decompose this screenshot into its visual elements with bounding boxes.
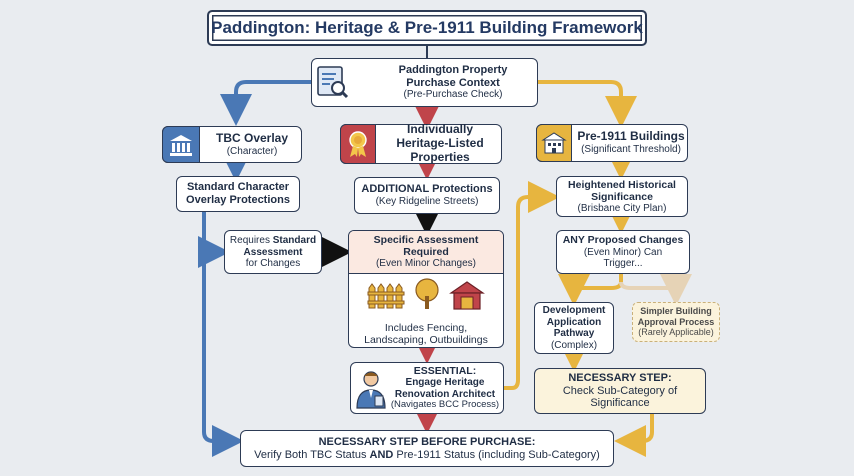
house-icon bbox=[536, 124, 572, 162]
shed-icon bbox=[449, 280, 485, 315]
heritage-title: Individually Heritage-Listed Properties bbox=[396, 122, 484, 164]
necessary-sub: Check Sub-Category of Significance bbox=[562, 384, 678, 410]
engage-text: Engage Heritage Renovation Architect bbox=[394, 377, 496, 400]
specific-assessment-node: Specific Assessment Required (Even Minor… bbox=[348, 230, 504, 348]
final-line: Verify Both TBC Status AND Pre-1911 Stat… bbox=[254, 449, 600, 462]
includes-icons-row bbox=[367, 278, 485, 316]
necessary-label: NECESSARY STEP: bbox=[568, 372, 672, 385]
additional-text: ADDITIONAL Protections bbox=[361, 183, 493, 196]
check-subcategory-node: NECESSARY STEP: Check Sub-Category of Si… bbox=[534, 368, 706, 414]
final-line-b: Pre-1911 Status (including Sub-Category) bbox=[393, 448, 600, 461]
simpler-text: Simpler Building Approval Process bbox=[637, 306, 715, 327]
essential-label: ESSENTIAL: bbox=[413, 365, 477, 377]
standard-assessment-node: Requires Standard Assessment for Changes bbox=[224, 230, 322, 274]
page-title-text: Paddington: Heritage & Pre-1911 Building… bbox=[211, 18, 643, 38]
requires-suffix: for Changes bbox=[245, 258, 301, 269]
dev-sub: (Complex) bbox=[550, 339, 598, 351]
context-subtitle: (Pre-Purchase Check) bbox=[403, 89, 503, 101]
simpler-sub: (Rarely Applicable) bbox=[638, 327, 714, 338]
specific-title: Specific Assessment Required bbox=[373, 234, 479, 259]
pre1911-title: Pre-1911 Buildings bbox=[577, 129, 685, 144]
standard-protections-node: Standard Character Overlay Protections bbox=[176, 176, 300, 212]
essential-architect-node: ESSENTIAL: Engage Heritage Renovation Ar… bbox=[350, 362, 504, 414]
final-line-bold: AND bbox=[369, 448, 394, 461]
final-title: NECESSARY STEP BEFORE PURCHASE: bbox=[318, 435, 536, 448]
simpler-approval-node: Simpler Building Approval Process (Rarel… bbox=[632, 302, 720, 342]
columns-building-icon bbox=[162, 126, 200, 163]
specific-assessment-header: Specific Assessment Required (Even Minor… bbox=[349, 231, 503, 274]
page-title: Paddington: Heritage & Pre-1911 Building… bbox=[207, 10, 647, 46]
any-changes-text: ANY Proposed Changes bbox=[562, 234, 684, 247]
dev-text: Development Application Pathway bbox=[542, 305, 606, 339]
context-node: Paddington Property Purchase Context (Pr… bbox=[311, 58, 538, 107]
additional-sub: (Key Ridgeline Streets) bbox=[375, 196, 479, 208]
requires-prefix: Requires bbox=[229, 235, 273, 246]
architect-person-icon bbox=[354, 368, 388, 410]
any-changes-sub: (Even Minor) Can Trigger... bbox=[583, 246, 663, 270]
standard-protections-text: Standard Character Overlay Protections bbox=[186, 181, 290, 206]
fence-icon bbox=[367, 280, 405, 315]
requires-bold: Standard Assessment bbox=[243, 235, 317, 258]
additional-protections-node: ADDITIONAL Protections (Key Ridgeline St… bbox=[354, 177, 500, 214]
tbc-subtitle: (Character) bbox=[226, 145, 278, 157]
heightened-significance-node: Heightened Historical Significance (Bris… bbox=[556, 176, 688, 217]
any-changes-node: ANY Proposed Changes (Even Minor) Can Tr… bbox=[556, 230, 690, 274]
tbc-title: TBC Overlay bbox=[215, 130, 289, 145]
final-line-a: Verify Both TBC Status bbox=[254, 448, 370, 461]
heightened-sub: (Brisbane City Plan) bbox=[577, 202, 667, 214]
specific-sub: (Even Minor Changes) bbox=[375, 258, 477, 270]
includes-text: Includes Fencing, Landscaping, Outbuildi… bbox=[364, 321, 488, 347]
tree-icon bbox=[413, 278, 441, 315]
document-magnifier-icon bbox=[316, 64, 350, 100]
award-ribbon-icon bbox=[340, 124, 376, 164]
engage-sub: (Navigates BCC Process) bbox=[390, 399, 500, 411]
development-application-node: Development Application Pathway (Complex… bbox=[534, 302, 614, 354]
context-title: Paddington Property Purchase Context bbox=[398, 64, 508, 89]
pre1911-subtitle: (Significant Threshold) bbox=[581, 144, 681, 156]
heightened-text: Heightened Historical Significance bbox=[568, 178, 676, 203]
final-step-node: NECESSARY STEP BEFORE PURCHASE: Verify B… bbox=[240, 430, 614, 467]
